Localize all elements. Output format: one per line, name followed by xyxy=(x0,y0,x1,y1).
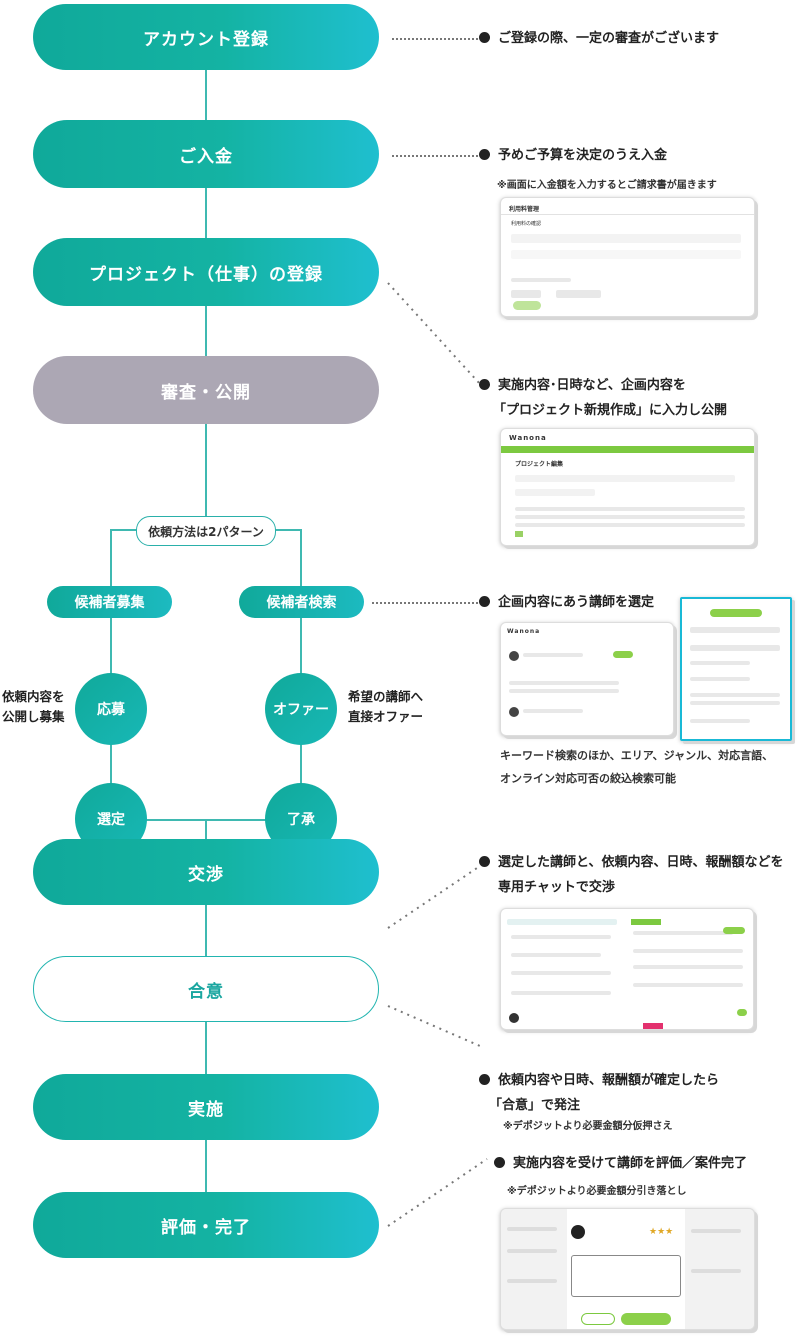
screenshot-search-filter-zoom xyxy=(680,597,792,741)
note-evaluate: 実施内容を受けて講師を評価／案件完了 xyxy=(494,1151,747,1176)
connector xyxy=(205,904,207,956)
dotted-connector xyxy=(372,602,478,604)
project-edit-header: プロジェクト編集 xyxy=(515,461,564,468)
connector xyxy=(205,306,207,356)
connector xyxy=(205,1022,207,1074)
dotted-connector xyxy=(387,865,481,929)
step-apply: 応募 xyxy=(75,673,147,745)
connector xyxy=(205,424,207,516)
step-evaluate-complete: 評価・完了 xyxy=(33,1192,379,1258)
step-deposit: ご入金 xyxy=(33,120,379,188)
billing-title: 利用料管理 xyxy=(509,206,540,213)
screenshot-billing: 利用料管理 利用料の確認 xyxy=(500,197,755,317)
step-offer: オファー xyxy=(265,673,337,745)
screenshot-chat xyxy=(500,908,754,1030)
branch-label: 依頼方法は2パターン xyxy=(136,516,276,546)
step-execute: 実施 xyxy=(33,1074,379,1140)
note-evaluate-sub: ※デポジットより必要金額分引き落とし xyxy=(507,1186,687,1197)
screenshot-instructor-search: Wanona xyxy=(500,622,674,736)
connector xyxy=(205,70,207,120)
rating-stars: ★★★ xyxy=(649,1227,674,1237)
app-logo: Wanona xyxy=(507,628,541,635)
screenshot-evaluation: ★★★ xyxy=(500,1208,755,1330)
connector xyxy=(205,819,207,839)
dotted-connector xyxy=(387,1158,488,1227)
dotted-connector xyxy=(387,282,481,385)
billing-label: 利用料の確認 xyxy=(511,221,542,227)
connector xyxy=(205,188,207,238)
note-deposit-sub: ※画面に入金額を入力するとご請求書が届きます xyxy=(497,180,717,191)
step-recruit-candidates: 候補者募集 xyxy=(47,586,172,618)
dotted-connector xyxy=(392,155,478,157)
screenshot-project-edit: Wanona プロジェクト編集 xyxy=(500,428,755,546)
step-review-publish: 審査・公開 xyxy=(33,356,379,424)
step-negotiate: 交渉 xyxy=(33,839,379,905)
note-negotiate: 選定した講師と、依頼内容、日時、報酬額などを 専用チャットで交渉 xyxy=(479,850,783,900)
note-agree: 依頼内容や日時、報酬額が確定したら 「合意」で発注 xyxy=(479,1068,719,1118)
step-account-registration: アカウント登録 xyxy=(33,4,379,70)
note-select-instructor: 企画内容にあう講師を選定 xyxy=(479,590,654,615)
step-search-candidates: 候補者検索 xyxy=(239,586,364,618)
note-deposit: 予めご予算を決定のうえ入金 xyxy=(479,143,667,168)
recruit-description: 依頼内容を公開し募集 xyxy=(2,689,65,724)
note-account: ご登録の際、一定の審査がございます xyxy=(479,26,719,51)
connector xyxy=(205,1140,207,1192)
dotted-connector xyxy=(387,1005,481,1047)
app-logo: Wanona xyxy=(509,434,547,442)
dotted-connector xyxy=(392,38,478,40)
step-project-registration: プロジェクト（仕事）の登録 xyxy=(33,238,379,306)
offer-description: 希望の講師へ直接オファー xyxy=(348,689,424,724)
step-agree: 合意 xyxy=(33,956,379,1022)
note-agree-sub: ※デポジットより必要金額分仮押さえ xyxy=(503,1121,673,1132)
note-search-sub: キーワード検索のほか、エリア、ジャンル、対応言語、オンライン対応可否の絞込検索可… xyxy=(500,749,774,785)
note-project: 実施内容･日時など、企画内容を 「プロジェクト新規作成」に入力し公開 xyxy=(479,373,727,423)
